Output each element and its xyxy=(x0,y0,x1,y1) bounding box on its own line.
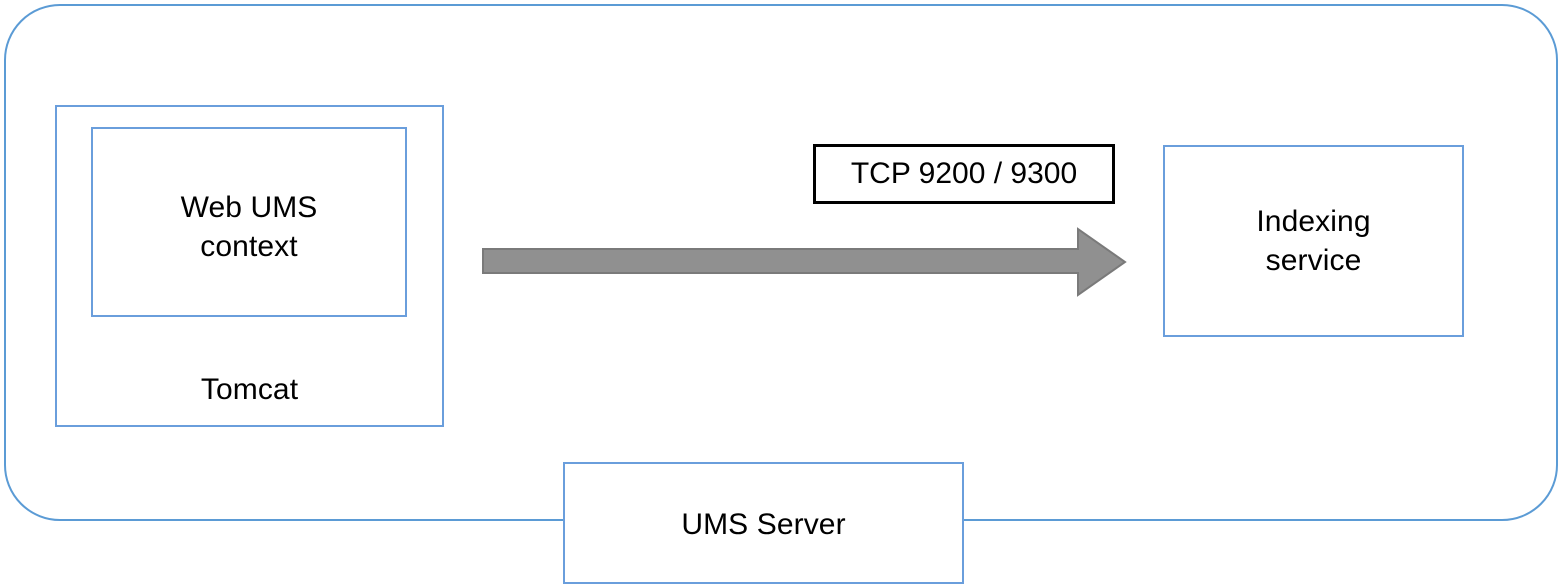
web-ums-context-box xyxy=(91,127,407,317)
tcp-connection-arrow xyxy=(478,224,1130,300)
tcp-port-label: TCP 9200 / 9300 xyxy=(850,157,1078,190)
block-arrow-icon xyxy=(482,227,1127,297)
ums-server-label: UMS Server xyxy=(681,508,846,541)
ums-server-box xyxy=(563,462,964,584)
tcp-port-label-box xyxy=(813,144,1115,204)
indexing-service-box xyxy=(1163,145,1464,337)
tomcat-label: Tomcat xyxy=(200,373,299,406)
web-ums-context-label: Web UMS context xyxy=(180,191,318,263)
indexing-service-label: Indexing service xyxy=(1256,205,1371,277)
